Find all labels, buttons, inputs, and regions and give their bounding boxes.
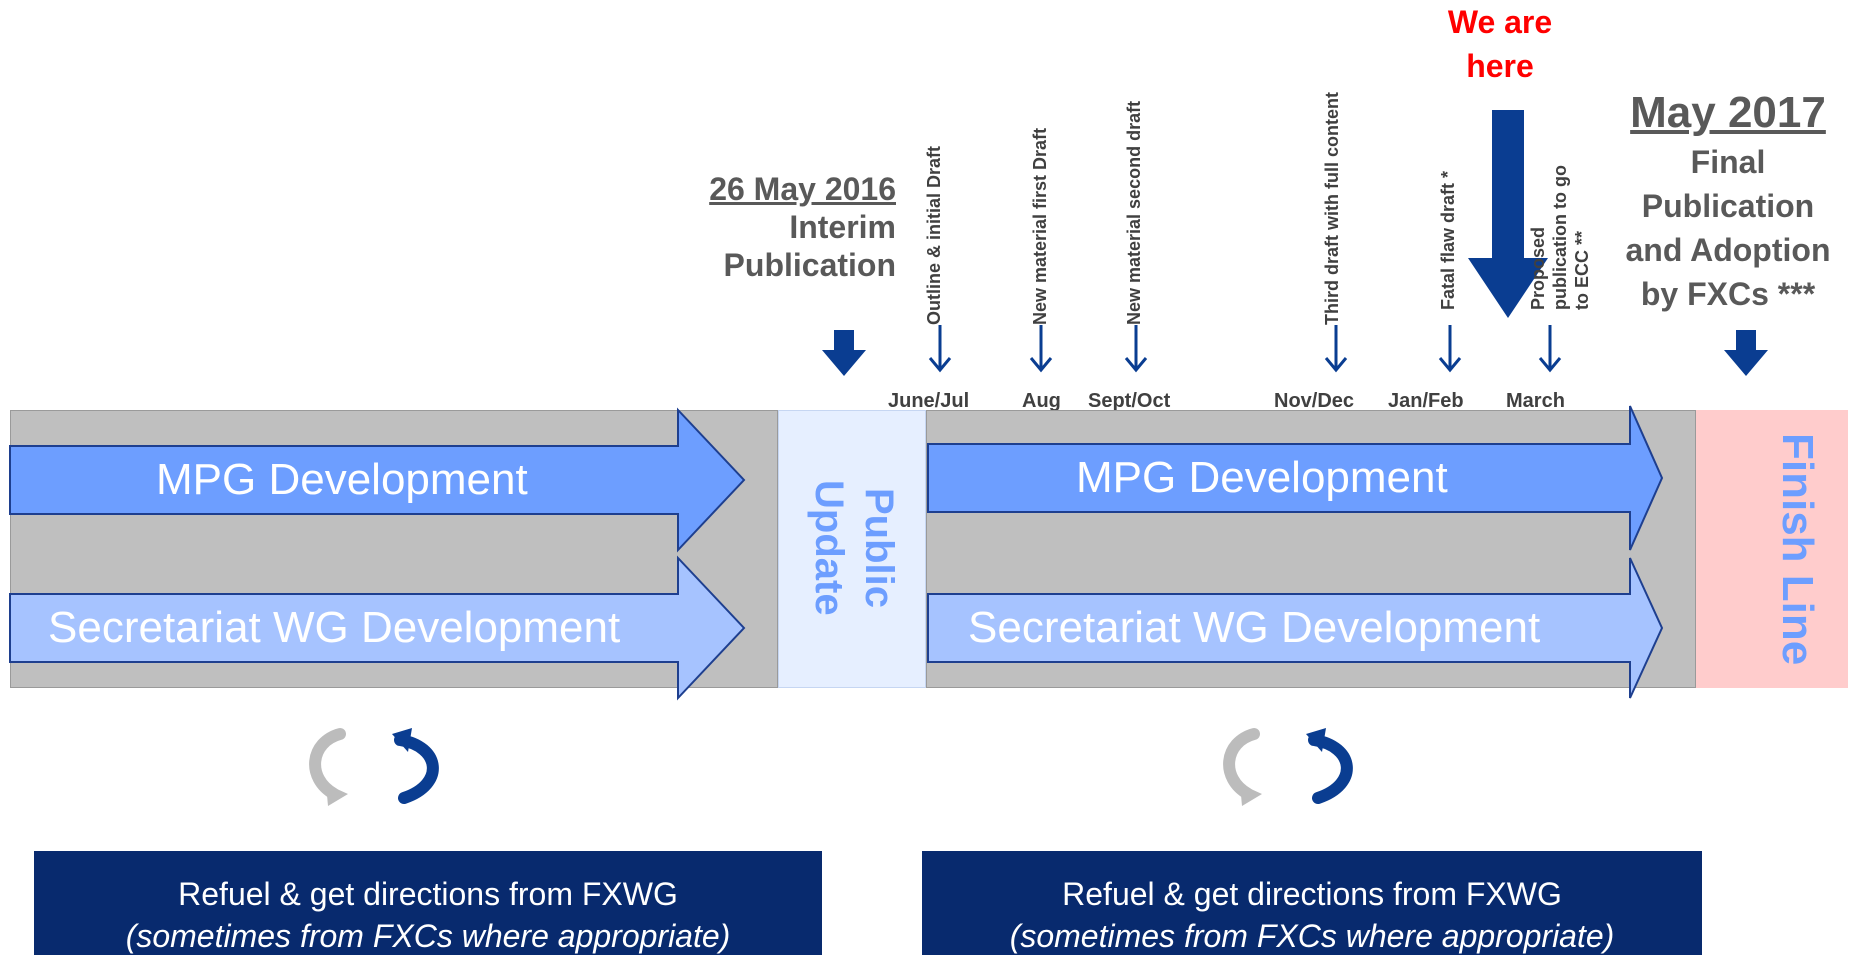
- draft-arrow-icon-second: [1124, 325, 1148, 373]
- public-update-line1: Public: [857, 487, 901, 609]
- refuel-box-left-line1: Refuel & get directions from FXWG: [178, 876, 678, 912]
- month-label: Jan/Feb: [1388, 390, 1464, 412]
- draft-arrow-icon-fatal: [1438, 325, 1462, 373]
- draft-arrow-icon-outline: [928, 325, 952, 373]
- public-update-band: [778, 410, 926, 688]
- refuel-box-right-line2: (sometimes from FXCs where appropriate): [1009, 918, 1615, 954]
- final-line4: by FXCs ***: [1640, 276, 1816, 312]
- final-milestone: May 2017 Final Publication and Adoption …: [1600, 86, 1856, 316]
- right-mpg-arrow: [927, 405, 1664, 551]
- month-label: March: [1506, 390, 1565, 412]
- month-label: June/Jul: [888, 390, 970, 412]
- draft-arrows: [928, 325, 1562, 373]
- refuel-box-right: Refuel & get directions from FXWG (somet…: [922, 851, 1702, 955]
- public-update-label: Public Update: [800, 430, 904, 666]
- draft-arrow-icon-third: [1324, 325, 1348, 373]
- we-are-here-arrow-icon: [1468, 110, 1548, 318]
- left-secretariat-label: Secretariat WG Development: [48, 603, 621, 652]
- interim-date: 26 May 2016: [709, 171, 896, 207]
- interim-milestone: 26 May 2016 Interim Publication: [640, 170, 896, 284]
- final-line1: Final: [1690, 144, 1766, 180]
- interim-down-arrow-icon: [822, 330, 866, 376]
- right-secretariat-label: Secretariat WG Development: [968, 603, 1541, 652]
- right-mpg-label: MPG Development: [1076, 453, 1448, 502]
- month-label: Nov/Dec: [1274, 390, 1355, 412]
- public-update-line2: Update: [807, 480, 851, 616]
- we-are-here-label: We are here: [1400, 0, 1600, 88]
- interim-line1: Interim: [789, 209, 896, 245]
- month-label: Aug: [1022, 390, 1061, 412]
- left-mpg-arrow: [9, 407, 746, 553]
- draft-arrow-icon-proposed: [1538, 325, 1562, 373]
- right-secretariat-arrow: [927, 557, 1664, 699]
- refuel-box-left: Refuel & get directions from FXWG (somet…: [34, 851, 822, 955]
- final-down-arrow-icon: [1724, 330, 1768, 376]
- we-are-here-line1: We are: [1447, 4, 1553, 40]
- refuel-box-left-line2: (sometimes from FXCs where appropriate): [125, 918, 731, 954]
- left-secretariat-arrow: [9, 555, 746, 701]
- finish-line-label: Finish Line: [1773, 432, 1822, 666]
- refresh-cycle-icon: [309, 728, 439, 806]
- finish-line-band: [1696, 410, 1848, 688]
- draft-arrow-icon-first: [1029, 325, 1053, 373]
- left-mpg-label: MPG Development: [156, 455, 528, 504]
- refresh-cycle-icon: [1223, 728, 1353, 806]
- final-date: May 2017: [1630, 88, 1826, 137]
- final-line3: and Adoption: [1625, 232, 1831, 268]
- refuel-box-right-line1: Refuel & get directions from FXWG: [1062, 876, 1562, 912]
- month-label: Sept/Oct: [1088, 390, 1171, 412]
- interim-line2: Publication: [723, 247, 896, 283]
- we-are-here-line2: here: [1466, 48, 1534, 84]
- final-line2: Publication: [1641, 188, 1815, 224]
